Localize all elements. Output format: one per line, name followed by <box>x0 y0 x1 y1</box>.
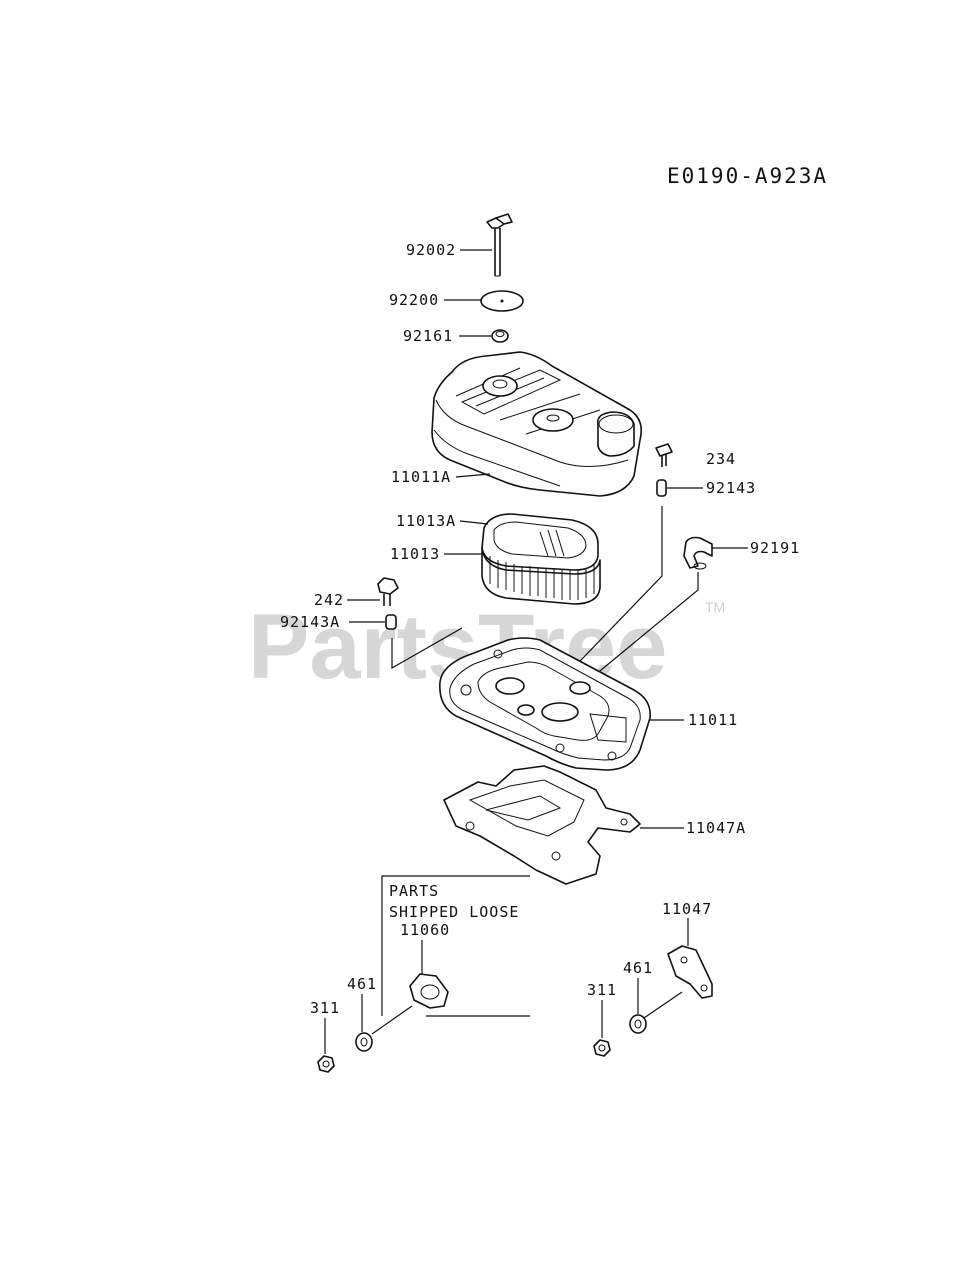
leader-11047-to-nut <box>643 991 683 1019</box>
part-11011-base[interactable] <box>439 637 651 771</box>
part-461-left-washer[interactable] <box>355 1032 373 1052</box>
part-11047-gasket[interactable] <box>667 945 713 999</box>
part-92143-pin[interactable] <box>656 479 667 497</box>
label-461-left[interactable]: 461 <box>347 975 377 993</box>
part-92143A-pin[interactable] <box>385 614 397 630</box>
label-11047A[interactable]: 11047A <box>686 819 746 837</box>
part-311-left-nut[interactable] <box>317 1055 335 1073</box>
label-234[interactable]: 234 <box>706 450 736 468</box>
part-11013-filter[interactable] <box>481 547 601 605</box>
note-shipped-loose-label: SHIPPED LOOSE <box>389 903 519 921</box>
part-92200-washer[interactable] <box>480 290 524 312</box>
label-92191[interactable]: 92191 <box>750 539 800 557</box>
part-11011A-cover[interactable] <box>431 351 643 497</box>
diagram-code: E0190-A923A <box>667 164 828 188</box>
part-92191-hose[interactable] <box>683 536 713 570</box>
leader-11060-to-nut <box>371 1005 413 1035</box>
leader-92143A-to-base <box>391 627 463 670</box>
leader-92191-to-base <box>571 572 699 695</box>
leader-11013A <box>459 520 489 525</box>
trademark-symbol: TM <box>705 599 725 615</box>
label-11047[interactable]: 11047 <box>662 900 712 918</box>
label-11011A[interactable]: 11011A <box>391 468 451 486</box>
part-92002-wing-bolt[interactable] <box>486 213 513 277</box>
label-311-right[interactable]: 311 <box>587 981 617 999</box>
label-11013[interactable]: 11013 <box>390 545 440 563</box>
part-11013A-prefilter[interactable] <box>481 513 599 571</box>
part-461-right-washer[interactable] <box>629 1014 647 1034</box>
label-92143[interactable]: 92143 <box>706 479 756 497</box>
bracket-shipped-loose-top <box>381 875 530 1016</box>
label-92200[interactable]: 92200 <box>389 291 439 309</box>
label-11011[interactable]: 11011 <box>688 711 738 729</box>
note-parts-label: PARTS <box>389 882 439 900</box>
leader-92143-to-base <box>555 506 663 687</box>
label-242[interactable]: 242 <box>314 591 344 609</box>
part-311-right-nut[interactable] <box>593 1039 611 1057</box>
part-234-bolt[interactable] <box>655 443 673 467</box>
label-92002[interactable]: 92002 <box>406 241 456 259</box>
label-11013A[interactable]: 11013A <box>396 512 456 530</box>
label-92161[interactable]: 92161 <box>403 327 453 345</box>
part-92161-grommet[interactable] <box>491 329 509 343</box>
leader-11011A <box>455 473 491 478</box>
label-92143A[interactable]: 92143A <box>280 613 340 631</box>
part-11060-gasket[interactable] <box>409 973 449 1009</box>
label-461-right[interactable]: 461 <box>623 959 653 977</box>
label-311-left[interactable]: 311 <box>310 999 340 1017</box>
label-11060[interactable]: 11060 <box>400 921 450 939</box>
part-242-bolt[interactable] <box>377 577 399 606</box>
part-11047A-gasket[interactable] <box>443 765 641 885</box>
